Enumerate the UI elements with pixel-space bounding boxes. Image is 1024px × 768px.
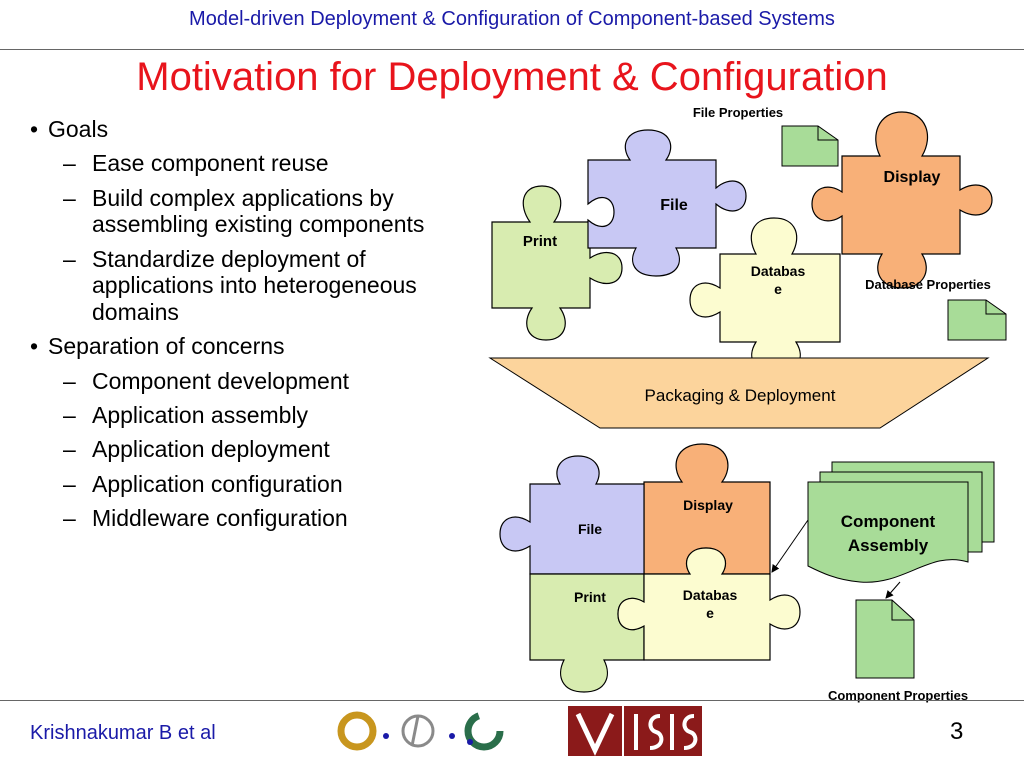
label-database-top-1: Databas [751, 263, 806, 279]
bullet-dot: • [30, 116, 39, 142]
file-properties-label: File Properties [693, 105, 783, 120]
puzzle-piece-display [811, 111, 993, 289]
packaging-funnel [488, 357, 990, 429]
doc-group-logo [337, 708, 505, 754]
label-database-top-2: e [774, 281, 782, 297]
database-properties-doc-icon [947, 299, 1007, 341]
properties-arrow [885, 581, 901, 599]
label-file-top: File [660, 197, 688, 214]
assembly-doc-front [807, 481, 969, 583]
assembly-arrow [771, 519, 809, 573]
label-database-bottom-1: Databas [683, 587, 738, 603]
database-properties-label: Database Properties [865, 277, 991, 292]
footer-rule [0, 700, 1024, 701]
sub-bullet: –Application configuration [63, 470, 343, 497]
component-assembly-label-1: Component [841, 512, 936, 531]
sub-bullet: –Middleware configuration [63, 505, 348, 532]
label-database-bottom-2: e [706, 605, 714, 621]
label-print-top: Print [523, 233, 557, 250]
sub-bullet: –Application deployment [63, 436, 330, 463]
page-number: 3 [950, 718, 964, 745]
file-properties-doc-icon [781, 125, 839, 167]
component-properties-doc-icon [855, 599, 915, 679]
assembled-database [617, 547, 801, 661]
label-print-bottom: Print [574, 589, 606, 605]
component-properties-label: Component Properties [828, 688, 968, 703]
sub-bullet: –Standardize deployment of applications … [63, 245, 417, 325]
slide-title: Motivation for Deployment & Configuratio… [136, 55, 888, 99]
footer-author: Krishnakumar B et al [30, 722, 216, 744]
assembled-file [499, 455, 645, 575]
label-file-bottom: File [578, 521, 602, 537]
sub-bullet: –Build complex applications by assemblin… [63, 184, 425, 238]
bullet-list: •Goals –Ease component reuse –Build comp… [28, 116, 478, 540]
component-assembly-label-2: Assembly [848, 536, 929, 555]
bullet-goals: •Goals [30, 116, 109, 142]
bullet-dot: • [30, 333, 39, 360]
isis-logo [568, 706, 702, 756]
sub-bullet: –Component development [63, 367, 349, 394]
puzzle-piece-print [491, 185, 623, 341]
sub-bullet: –Ease component reuse [63, 150, 329, 177]
label-display-bottom: Display [683, 497, 733, 513]
sub-bullet: –Application assembly [63, 401, 309, 428]
header-rule [0, 49, 1024, 50]
label-display-top: Display [884, 169, 941, 186]
header-title: Model-driven Deployment & Configuration … [189, 8, 835, 30]
puzzle-piece-file [587, 129, 747, 277]
bullet-separation: •Separation of concerns [30, 333, 285, 360]
funnel-label: Packaging & Deployment [645, 386, 836, 405]
